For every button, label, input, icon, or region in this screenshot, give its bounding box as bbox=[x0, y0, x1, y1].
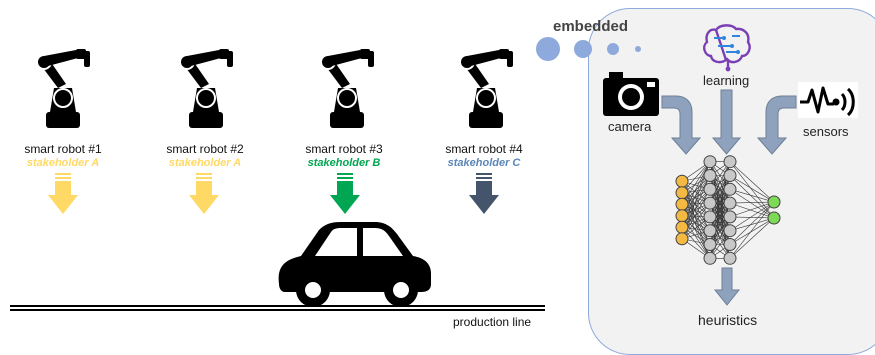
network-edge bbox=[729, 201, 775, 231]
bubble-medium bbox=[574, 40, 592, 58]
hidden-node bbox=[703, 238, 717, 251]
network-edge bbox=[729, 161, 775, 219]
network-edge bbox=[729, 201, 775, 245]
robot-arm-icon bbox=[320, 49, 374, 128]
robot-label-1: smart robot #1 bbox=[24, 142, 102, 156]
down-arrow-1 bbox=[48, 173, 78, 214]
down-arrow-2 bbox=[189, 173, 219, 214]
learning-label: learning bbox=[703, 73, 750, 88]
hidden-node bbox=[723, 210, 737, 224]
bubble-small bbox=[607, 43, 619, 55]
network-edge bbox=[729, 217, 775, 245]
input-node bbox=[675, 174, 689, 188]
network-edge bbox=[729, 161, 775, 203]
hidden-node bbox=[723, 182, 737, 196]
neural-network bbox=[675, 155, 781, 265]
production-line bbox=[10, 305, 545, 307]
network-edge bbox=[729, 217, 775, 231]
input-node bbox=[675, 186, 689, 200]
robot-arm-icon bbox=[179, 49, 233, 128]
network-edge bbox=[709, 161, 731, 204]
network-edge bbox=[681, 175, 711, 216]
robot-label-3: smart robot #3 bbox=[305, 142, 383, 156]
hidden-node bbox=[723, 251, 737, 265]
hidden-node bbox=[723, 169, 737, 182]
hidden-node bbox=[723, 224, 737, 238]
network-edge bbox=[681, 202, 711, 239]
stakeholder-label-1: stakeholder A bbox=[26, 157, 100, 169]
stakeholder-arrows bbox=[48, 173, 499, 214]
hidden-node bbox=[703, 169, 717, 182]
network-edge bbox=[729, 201, 775, 259]
input-node bbox=[675, 220, 689, 234]
bubble-tiny bbox=[635, 46, 641, 52]
down-arrow-4 bbox=[469, 173, 499, 214]
output-node bbox=[767, 195, 781, 209]
robot-label-4: smart robot #4 bbox=[445, 142, 523, 156]
robot-label-2: smart robot #2 bbox=[166, 142, 244, 156]
network-edge bbox=[681, 189, 711, 228]
hidden-node bbox=[703, 210, 717, 224]
hidden-node bbox=[703, 182, 717, 196]
network-edge bbox=[729, 189, 775, 203]
camera-icon bbox=[603, 72, 659, 116]
flow-arrows bbox=[661, 89, 797, 306]
sensors-label: sensors bbox=[803, 124, 849, 139]
network-edge bbox=[729, 201, 775, 204]
stakeholder-label-3: stakeholder B bbox=[307, 157, 381, 169]
hidden-node bbox=[723, 155, 737, 169]
network-edge bbox=[729, 189, 775, 219]
hidden-node bbox=[723, 196, 737, 210]
network-edge bbox=[729, 202, 775, 219]
hidden-node bbox=[703, 196, 717, 210]
production-line-lower bbox=[10, 309, 545, 311]
bubble-large bbox=[536, 37, 560, 61]
brain-circuit-icon bbox=[703, 24, 751, 72]
sensor-signal-icon bbox=[798, 82, 858, 118]
hidden-node bbox=[703, 155, 717, 169]
input-node bbox=[675, 209, 689, 223]
hidden-node bbox=[703, 224, 717, 238]
heuristics-label: heuristics bbox=[698, 312, 758, 328]
input-node bbox=[675, 197, 689, 211]
output-node bbox=[767, 211, 781, 225]
camera-label: camera bbox=[608, 119, 652, 134]
production-line-label: production line bbox=[453, 315, 532, 329]
network-edge bbox=[729, 175, 775, 203]
network-edge bbox=[681, 175, 711, 205]
stakeholder-label-4: stakeholder C bbox=[447, 157, 521, 169]
camera-arrow bbox=[661, 95, 702, 155]
robot-arm-icon bbox=[459, 49, 513, 128]
car-icon bbox=[278, 222, 431, 307]
network-edge bbox=[709, 216, 731, 259]
network-edge bbox=[729, 217, 775, 259]
network-nodes bbox=[675, 155, 781, 265]
robot-arm-icon bbox=[36, 49, 90, 128]
stakeholder-label-2: stakeholder A bbox=[168, 157, 242, 169]
embedded-label: embedded bbox=[553, 18, 629, 35]
heuristics-arrow bbox=[713, 267, 741, 306]
input-node bbox=[675, 232, 689, 246]
network-edge bbox=[681, 161, 711, 193]
hidden-node bbox=[703, 251, 717, 265]
learning-arrow bbox=[711, 89, 742, 155]
hidden-node bbox=[723, 238, 737, 251]
network-edge bbox=[729, 216, 775, 219]
sensors-arrow bbox=[756, 95, 797, 155]
network-edge bbox=[729, 201, 775, 218]
embedded-bubbles bbox=[536, 37, 641, 61]
down-arrow-3 bbox=[330, 173, 360, 214]
